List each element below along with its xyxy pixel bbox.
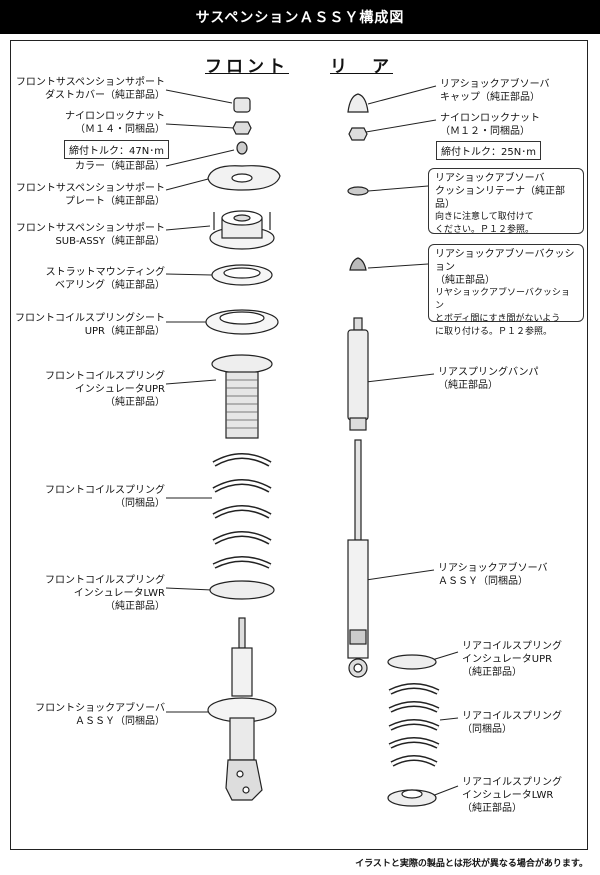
label-front-nylon-nut: ナイロンロックナット（Ｍ１４・同梱品） xyxy=(65,111,165,135)
note-shock-cushion: リアショックアブソーバクッション （純正部品） リヤショックアブソーバクッション… xyxy=(428,244,584,337)
rear-spring-bumper xyxy=(347,329,369,421)
leader-rear-shock xyxy=(365,569,435,581)
front-bump-boot xyxy=(225,371,259,439)
label-front-support-plate: フロントサスペンションサポートプレート（純正部品） xyxy=(15,183,165,207)
leader-rear-insulator-lwr xyxy=(431,785,459,797)
front-collar xyxy=(236,141,248,155)
label-front-dust-cover: フロントサスペンションサポートダストカバー（純正部品） xyxy=(15,77,165,101)
label-front-coil-spring: フロントコイルスプリング（同梱品） xyxy=(45,485,165,509)
rear-shock-rod xyxy=(354,439,362,541)
leader-rear-nut xyxy=(365,119,437,133)
rear-header: リ ア xyxy=(330,57,393,77)
label-rear-coil-spring: リアコイルスプリング（同梱品） xyxy=(462,711,562,735)
diagram-frame xyxy=(10,40,588,850)
leader-front-insulator-lwr xyxy=(165,587,213,591)
front-shock-rod xyxy=(238,617,246,649)
label-front-collar: カラー（純正部品） xyxy=(75,161,165,172)
diagram-title: サスペンションＡＳＳＹ構成図 xyxy=(0,0,600,34)
label-rear-insulator-upr: リアコイルスプリングインシュレータUPR（純正部品） xyxy=(462,641,562,678)
rear-cap xyxy=(347,93,369,113)
rear-torque-box: 締付トルク：25N･m xyxy=(436,141,541,160)
label-rear-cap: リアショックアブソーバキャップ（純正部品） xyxy=(440,79,550,103)
leader-front-insulator-upr xyxy=(165,379,217,385)
front-insulator-upr xyxy=(211,354,273,374)
rear-cushion-retainer xyxy=(347,186,369,196)
label-front-bearing: ストラットマウンティングベアリング（純正部品） xyxy=(45,267,165,291)
leader-front-plate xyxy=(165,177,213,191)
leader-front-bearing xyxy=(165,273,213,276)
leader-rear-retainer xyxy=(367,185,429,192)
rear-insulator-upr xyxy=(387,654,437,670)
front-shock-lower xyxy=(229,717,255,761)
front-header: フロント xyxy=(205,57,289,77)
label-front-insulator-upr: フロントコイルスプリングインシュレータUPR（純正部品） xyxy=(45,371,165,408)
leader-rear-insulator-upr xyxy=(431,651,459,661)
leader-rear-bumper xyxy=(365,373,435,383)
footer-disclaimer: イラストと実際の製品とは形状が異なる場合があります。 xyxy=(355,859,588,869)
leader-front-collar xyxy=(165,149,235,167)
label-rear-bumper: リアスプリングバンパ（純正部品） xyxy=(438,367,539,391)
leader-rear-cushion xyxy=(367,263,429,269)
rear-nylon-nut xyxy=(348,127,368,141)
leader-rear-cap xyxy=(367,85,437,105)
label-rear-insulator-lwr: リアコイルスプリングインシュレータLWR（純正部品） xyxy=(462,777,562,814)
leader-front-nut xyxy=(165,123,235,129)
rear-shock-body xyxy=(347,539,369,659)
front-dust-cover xyxy=(233,97,251,113)
front-insulator-lwr xyxy=(209,580,275,600)
note-cushion-retainer: リアショックアブソーバ クッションリテーナ（純正部品） 向きに注意して取付けて … xyxy=(428,168,584,235)
label-rear-nylon-nut: ナイロンロックナット（Ｍ１２・同梱品） xyxy=(440,113,540,137)
leader-front-dust-cover xyxy=(165,89,233,104)
leader-front-subassy xyxy=(165,225,211,231)
front-knuckle-bracket xyxy=(225,759,263,801)
leader-rear-spring xyxy=(439,717,459,721)
label-front-insulator-lwr: フロントコイルスプリングインシュレータLWR（純正部品） xyxy=(45,575,165,612)
front-shock-body xyxy=(231,647,253,697)
front-nylon-nut xyxy=(232,121,252,135)
front-torque-box: 締付トルク：47N･m xyxy=(64,140,169,159)
rear-cushion xyxy=(349,257,367,271)
